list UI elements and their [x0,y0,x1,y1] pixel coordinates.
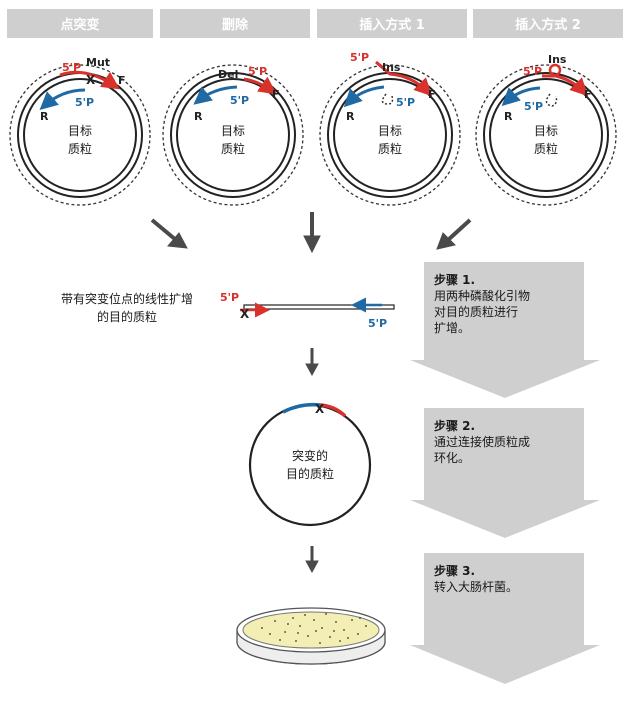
arrow-left-head [167,232,188,249]
step-1-box: 步骤 1. 用两种磷酸化引物 对目的质粒进行 扩增。 [424,262,584,360]
del-label: Del [218,68,238,81]
plasmid-point-mutation [9,64,151,206]
reverse-primer-arrow [193,85,238,105]
plasmid-center-label: 目标 质粒 [533,124,558,156]
plasmid-insertion-2 [475,63,617,206]
phospho-5p-label: 5'P [524,100,543,113]
step-3-box: 步骤 3. 转入大肠杆菌。 [424,553,584,645]
header-deletion: 删除 [160,9,310,38]
step-3-chevron [410,645,600,684]
forward-primer-label: F [118,74,126,87]
phospho-5p-label: 5'P [230,94,249,107]
phospho-5p-label: 5'P [368,317,387,330]
mutant-plasmid [248,402,372,527]
phospho-5p-label: 5'P [396,96,415,109]
arrow-left [150,218,178,242]
phospho-5p-label: 5'P [248,65,267,78]
reverse-primer-arrow [39,88,86,110]
plasmid-center-label: 目标 质粒 [377,124,402,156]
reverse-primer-label: R [40,110,49,123]
phospho-5p-label: 5'P [220,291,239,304]
forward-primer-arrow [59,70,120,90]
plasmid-deletion [162,64,304,206]
forward-primer-label: F [272,88,280,101]
mutation-x-mark: X [86,73,96,87]
phospho-5p-label: 5'P [350,51,369,64]
phospho-5p-label: 5'P [523,65,542,78]
header-point-mutation: 点突变 [7,9,153,38]
step-2-box: 步骤 2. 通过连接使质粒成 环化。 [424,408,584,500]
mutation-x-mark: X [240,307,250,321]
step-2-text: 通过连接使质粒成 环化。 [434,435,531,465]
phospho-5p-label: 5'P [75,96,94,109]
step-2-chevron [410,500,600,538]
arrow-down-2-head [305,560,319,574]
insert-loop [381,93,394,105]
phospho-5p-label: 5'P [62,61,81,74]
linear-product [240,297,395,318]
header-insertion-2: 插入方式 2 [473,9,623,38]
reverse-primer-label: R [346,110,355,123]
linear-product-label: 带有突变位点的线性扩增 的目的质粒 [60,292,193,324]
plasmid-center-label: 目标 质粒 [220,124,245,156]
step-1-text: 用两种磷酸化引物 对目的质粒进行 扩增。 [434,289,531,335]
reverse-primer-arrow [501,86,541,107]
reverse-primer-arrow [343,85,385,108]
arrow-right [446,218,472,242]
forward-primer-label: F [428,88,436,101]
step-3-text: 转入大肠杆菌。 [434,580,519,594]
petri-dish [236,607,386,665]
forward-primer-arrow [375,60,433,97]
mutation-x-mark: X [315,402,325,416]
plasmid-insertion-1 [319,60,461,206]
ins-label: Ins [382,61,401,74]
step-1-chevron [410,360,600,398]
insert-loop [548,63,562,77]
step-2-title: 步骤 2. [434,419,476,433]
mut-label: Mut [86,56,110,69]
deletion-loop [545,93,558,107]
step-1-title: 步骤 1. [434,273,476,287]
forward-primer-arrow [243,76,277,95]
arrow-center-head [303,235,321,254]
mutant-plasmid-label: 突变的 目的质粒 [285,449,334,481]
colonies [261,613,367,644]
arrow-right-head [436,232,456,250]
ins-label: Ins [548,53,567,66]
reverse-primer-label: R [194,110,203,123]
header-insertion-1: 插入方式 1 [317,9,467,38]
arrow-down-1-head [305,363,319,377]
reverse-primer-label: R [504,110,513,123]
plasmid-center-label: 目标 质粒 [67,124,92,156]
forward-primer-label: F [584,88,592,101]
step-3-title: 步骤 3. [434,564,476,578]
